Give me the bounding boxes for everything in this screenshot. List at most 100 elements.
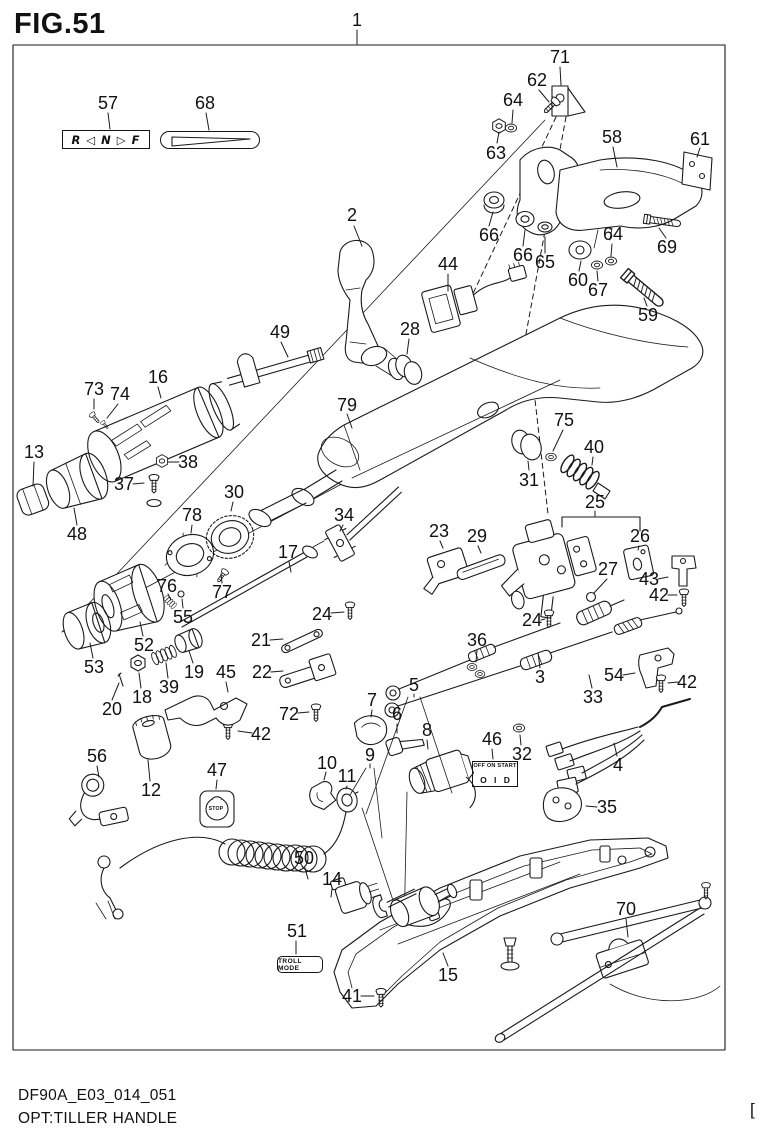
callout-61: 61 xyxy=(689,129,711,149)
leader-19 xyxy=(188,650,194,664)
callout-9: 9 xyxy=(364,745,376,765)
callout-67: 67 xyxy=(587,280,609,300)
part-key-6 xyxy=(385,737,425,757)
screw-24a xyxy=(344,601,356,620)
callout-17: 17 xyxy=(277,542,299,562)
washer-36b xyxy=(474,670,486,678)
callout-75: 75 xyxy=(553,410,575,430)
callout-42: 42 xyxy=(676,672,698,692)
callout-54: 54 xyxy=(603,665,625,685)
leader-42 xyxy=(667,681,679,684)
callout-33: 33 xyxy=(582,687,604,707)
callout-46: 46 xyxy=(481,729,503,749)
callout-60: 60 xyxy=(567,270,589,290)
washer-27 xyxy=(585,591,597,603)
leader-58 xyxy=(612,146,618,168)
ball-55 xyxy=(177,590,185,598)
leader-8 xyxy=(426,739,429,750)
leader-36 xyxy=(475,649,478,663)
callout-11: 11 xyxy=(337,766,357,786)
part-drum-53 xyxy=(62,601,112,650)
callout-leader-lines xyxy=(32,29,701,997)
callout-4: 4 xyxy=(612,755,624,775)
leader-47 xyxy=(215,779,218,790)
part-shift-assy-25 xyxy=(500,519,597,619)
part-drum-52 xyxy=(93,563,165,632)
part-housing-79 xyxy=(317,304,704,489)
leader-71 xyxy=(559,66,562,86)
leader-69 xyxy=(658,227,667,239)
leader-75 xyxy=(552,429,564,452)
leader-56 xyxy=(96,765,100,778)
washer-75 xyxy=(545,452,557,462)
part-bushing-19 xyxy=(174,628,203,653)
leader-39 xyxy=(165,662,169,679)
clip-32 xyxy=(512,723,526,733)
throttle-plate-68 xyxy=(160,131,260,149)
callout-13: 13 xyxy=(23,442,45,462)
part-steering-rod-70 xyxy=(494,882,721,1043)
callout-53: 53 xyxy=(83,657,105,677)
leader-76 xyxy=(167,593,172,601)
callout-23: 23 xyxy=(428,521,450,541)
part-throttle-shaft-49 xyxy=(226,347,325,388)
part-mount-bracket-58 xyxy=(516,146,703,249)
callout-20: 20 xyxy=(101,699,123,719)
screw-42c xyxy=(655,674,667,693)
callout-29: 29 xyxy=(466,526,488,546)
callout-26: 26 xyxy=(629,526,651,546)
screw-72 xyxy=(310,703,322,722)
callout-24: 24 xyxy=(311,604,333,624)
leader-24 xyxy=(540,618,546,621)
callout-51: 51 xyxy=(286,921,308,941)
part-bracket-54 xyxy=(638,647,675,689)
part-clamp-10 xyxy=(309,781,337,811)
spring-39 xyxy=(149,644,179,666)
washer-36a xyxy=(466,663,478,671)
callout-42: 42 xyxy=(250,724,272,744)
callout-70: 70 xyxy=(615,899,637,919)
callout-65: 65 xyxy=(534,252,556,272)
leader-43 xyxy=(657,576,669,580)
callout-56: 56 xyxy=(86,746,108,766)
callout-74: 74 xyxy=(109,384,131,404)
callout-19: 19 xyxy=(183,662,205,682)
grommet-66a xyxy=(483,191,505,214)
corner-bracket: [ xyxy=(750,1100,755,1119)
leader-66 xyxy=(522,229,526,247)
leader-12 xyxy=(147,759,151,782)
leader-59 xyxy=(643,297,648,307)
leader-61 xyxy=(696,147,701,158)
leader-63 xyxy=(496,131,500,144)
part-ring-78 xyxy=(164,532,216,578)
part-solenoid xyxy=(389,883,458,928)
ignition-label-plate-46: OFF ON START O I D xyxy=(472,761,518,787)
leader-68 xyxy=(205,112,210,131)
callout-41: 41 xyxy=(341,986,363,1006)
callout-22: 22 xyxy=(251,662,273,682)
part-troll-switch-50 xyxy=(330,877,381,914)
callout-35: 35 xyxy=(596,797,618,817)
part-ignition-switch-8 xyxy=(408,749,476,809)
callout-40: 40 xyxy=(583,437,605,457)
washer-64b xyxy=(604,256,618,266)
figure-border xyxy=(12,44,726,1051)
callout-59: 59 xyxy=(637,305,659,325)
footer-caption: OPT:TILLER HANDLE xyxy=(18,1110,178,1127)
nut-63 xyxy=(492,118,506,134)
leader-16 xyxy=(157,386,162,399)
callout-68: 68 xyxy=(194,93,216,113)
shift-pattern-plate-57: R ◁ N ▷ F xyxy=(62,130,150,149)
callout-6: 6 xyxy=(391,704,403,724)
callout-8: 8 xyxy=(421,720,433,740)
callout-30: 30 xyxy=(223,482,245,502)
leader-2 xyxy=(353,225,363,247)
nut-38 xyxy=(155,454,169,468)
grommet-31 xyxy=(511,429,542,461)
leader-33 xyxy=(588,674,593,689)
callout-15: 15 xyxy=(437,965,459,985)
bolt-59 xyxy=(619,267,667,310)
leader-74 xyxy=(106,403,119,419)
part-rod-21 xyxy=(281,628,323,654)
